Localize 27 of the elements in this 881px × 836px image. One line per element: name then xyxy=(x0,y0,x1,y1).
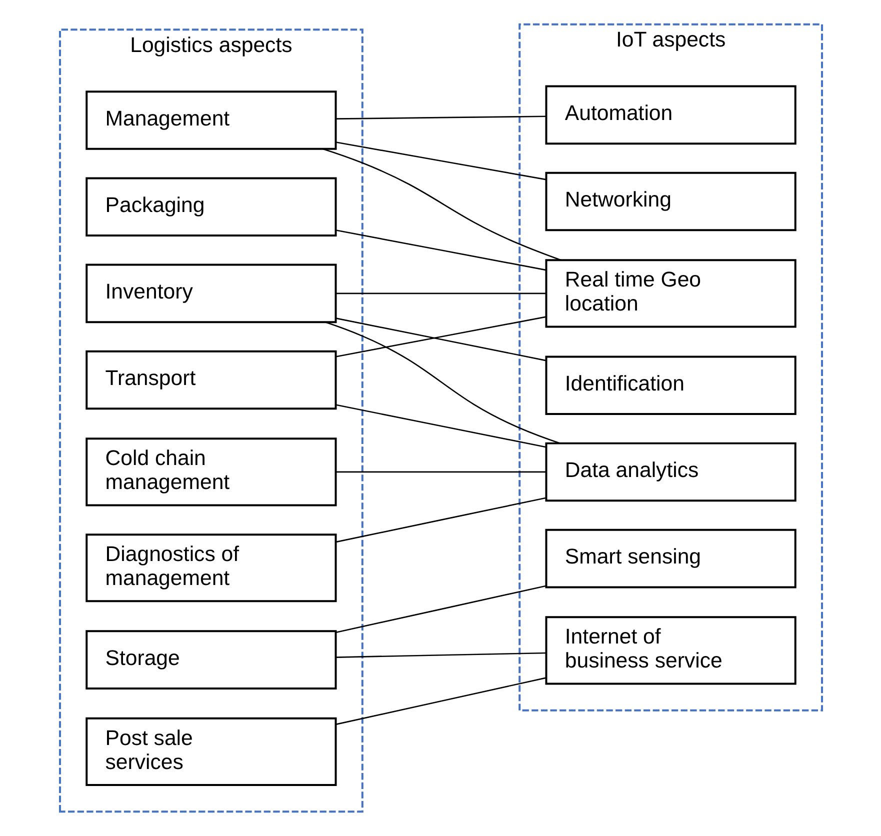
node-box: Management xyxy=(85,90,336,150)
connector xyxy=(336,230,546,271)
connector xyxy=(336,585,546,634)
node-box: Smart sensing xyxy=(544,528,796,588)
connector xyxy=(336,677,546,725)
node-box: Internet of business service xyxy=(544,616,796,685)
connector xyxy=(336,142,546,180)
node-box: Storage xyxy=(85,630,336,690)
connector xyxy=(324,322,560,444)
node-box: Networking xyxy=(544,172,796,232)
node-box: Real time Geo location xyxy=(544,259,796,328)
node-box: Data analytics xyxy=(544,442,796,502)
node-box: Packaging xyxy=(85,177,336,236)
node-box: Cold chain management xyxy=(85,438,336,506)
node-box: Post sale services xyxy=(85,717,336,786)
connector xyxy=(322,148,561,261)
connector xyxy=(336,292,546,294)
connector xyxy=(336,471,546,473)
node-box: Inventory xyxy=(85,264,336,324)
connector xyxy=(336,404,546,448)
node-box: Transport xyxy=(85,350,336,410)
connector xyxy=(336,497,546,543)
node-box: Automation xyxy=(544,85,796,145)
connector xyxy=(336,652,546,658)
node-box: Identification xyxy=(544,356,796,415)
node-box: Diagnostics of management xyxy=(85,534,336,602)
connector xyxy=(336,116,546,120)
